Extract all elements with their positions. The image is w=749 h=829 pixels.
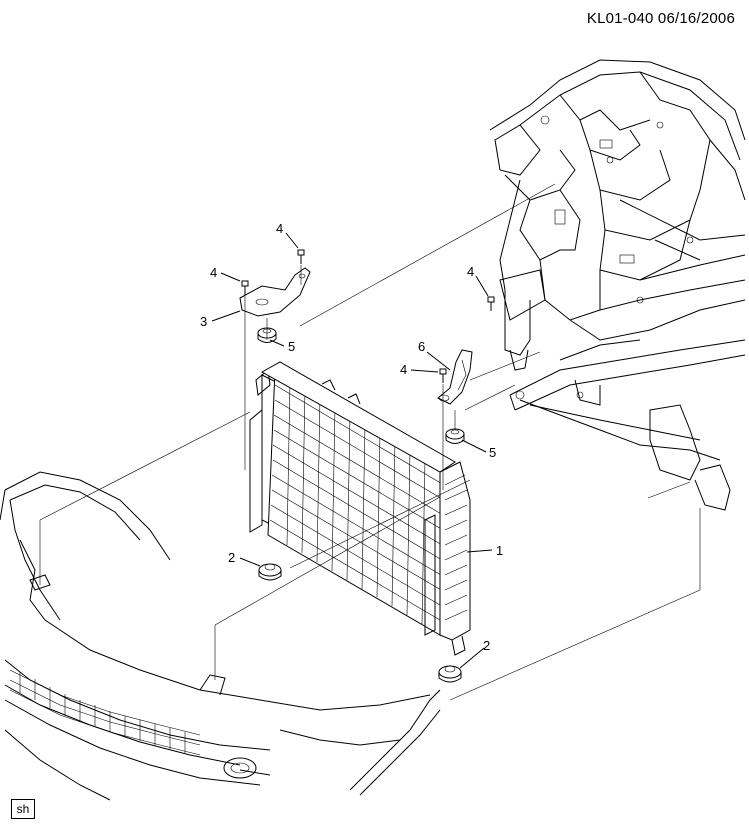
- upper-bracket-left: [239, 267, 311, 317]
- bolt-d: [439, 368, 447, 383]
- alignment-lines: [39, 183, 701, 701]
- callout-3: 3: [200, 314, 207, 329]
- front-bumper: [0, 471, 441, 801]
- callout-6: 6: [418, 339, 425, 354]
- callout-2-right: 2: [483, 638, 490, 653]
- callout-4-right: 4: [467, 264, 474, 279]
- upper-bracket-right: [437, 349, 473, 405]
- radiator-assembly: [249, 361, 471, 656]
- vehicle-frame-structure: [489, 59, 746, 511]
- bolt-b: [297, 249, 305, 264]
- upper-insulator-right: [445, 428, 465, 444]
- callout-4-left: 4: [210, 265, 217, 280]
- bolt-c: [487, 296, 495, 311]
- callout-4-top: 4: [276, 221, 283, 236]
- callout-5-left: 5: [288, 339, 295, 354]
- callout-1: 1: [496, 543, 503, 558]
- callout-4-mid: 4: [400, 362, 407, 377]
- callout-leaders: [211, 232, 493, 669]
- callout-5-right: 5: [489, 445, 496, 460]
- diagram-code-date: KL01-040 06/16/2006: [586, 10, 735, 27]
- callout-2-left: 2: [228, 550, 235, 565]
- lower-insulator-left: [258, 563, 282, 581]
- corner-badge: sh: [11, 799, 35, 819]
- lower-insulator-right: [438, 665, 462, 683]
- bolt-a: [241, 280, 249, 295]
